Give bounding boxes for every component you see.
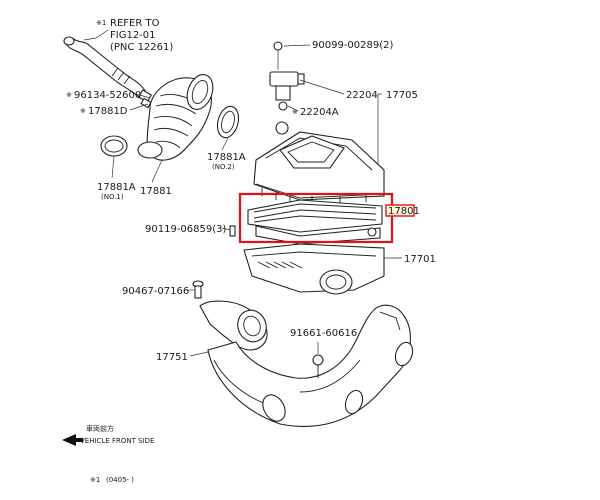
label-17881a-no2: 17881A — [207, 152, 246, 163]
refer-note: ※1 REFER TO FIG12-01 (PNC 12261) — [83, 18, 173, 53]
direction-en: VEHICLE FRONT SIDE — [80, 437, 154, 445]
leader-17705 — [377, 93, 382, 190]
leader-90119 — [221, 227, 231, 231]
star-22204a: ※ — [292, 108, 298, 116]
label-90467: 90467-07166 — [122, 286, 189, 297]
label-17881a-no1: 17881A — [97, 182, 136, 193]
star-96134: ※ — [66, 91, 72, 99]
label-17881d: 17881D — [88, 106, 128, 117]
air-filter-element-drawing — [247, 199, 383, 245]
highlight-box — [238, 192, 394, 244]
intake-duct-drawing — [199, 300, 414, 427]
label-90099: 90099-00289(2) — [312, 40, 393, 51]
label-96134: 96134-52600 — [74, 90, 141, 101]
refer-mark: ※1 — [96, 19, 106, 27]
leader-17881 — [151, 159, 163, 183]
label-22204a: 22204A — [300, 107, 339, 118]
clip-91661-icon — [312, 354, 324, 378]
bolt-90119-icon — [229, 225, 236, 237]
air-cleaner-case-drawing — [243, 227, 385, 295]
label-17801[interactable]: 17801 — [388, 206, 420, 217]
leader-17881a-no2 — [221, 137, 229, 151]
vehicle-front-indicator: 車両前方 VEHICLE FRONT SIDE — [62, 424, 154, 446]
label-17705: 17705 — [386, 90, 418, 101]
leader-17751 — [189, 351, 209, 357]
refer-line-2: FIG12-01 — [110, 30, 156, 41]
footnote-mark: ※1 — [90, 476, 100, 484]
label-17881a-no2-sub: (NO.2) — [212, 163, 235, 171]
label-17701: 17701 — [404, 254, 436, 265]
label-17881a-no1-sub: (NO.1) — [101, 193, 124, 201]
leader-22204 — [299, 79, 345, 95]
refer-line-3: (PNC 12261) — [110, 42, 173, 53]
star-17881d: ※ — [80, 107, 86, 115]
label-17751: 17751 — [156, 352, 188, 363]
bolt-90467-icon — [192, 280, 204, 299]
leader-22204a — [287, 105, 299, 112]
label-22204: 22204 — [346, 90, 378, 101]
label-91661: 91661-60616 — [290, 328, 357, 339]
leader-17881d — [129, 103, 149, 111]
direction-jp: 車両前方 — [86, 424, 114, 433]
arrow-left-icon — [62, 434, 76, 446]
label-17881: 17881 — [140, 186, 172, 197]
intake-hose-drawing — [100, 74, 240, 161]
refer-line-1: REFER TO — [110, 18, 160, 29]
leader-17881a-no1 — [111, 155, 115, 179]
leader-96134 — [135, 93, 151, 99]
leader-90099 — [283, 44, 311, 47]
highlight-tag — [385, 204, 415, 217]
footnote-text: (0405- ) — [106, 476, 134, 484]
refer-leader — [83, 29, 109, 41]
sensor-drawing — [269, 41, 305, 135]
breather-hose-drawing — [63, 36, 153, 109]
air-cleaner-cap-drawing — [253, 131, 385, 204]
label-90119: 90119-06859(3) — [145, 224, 226, 235]
